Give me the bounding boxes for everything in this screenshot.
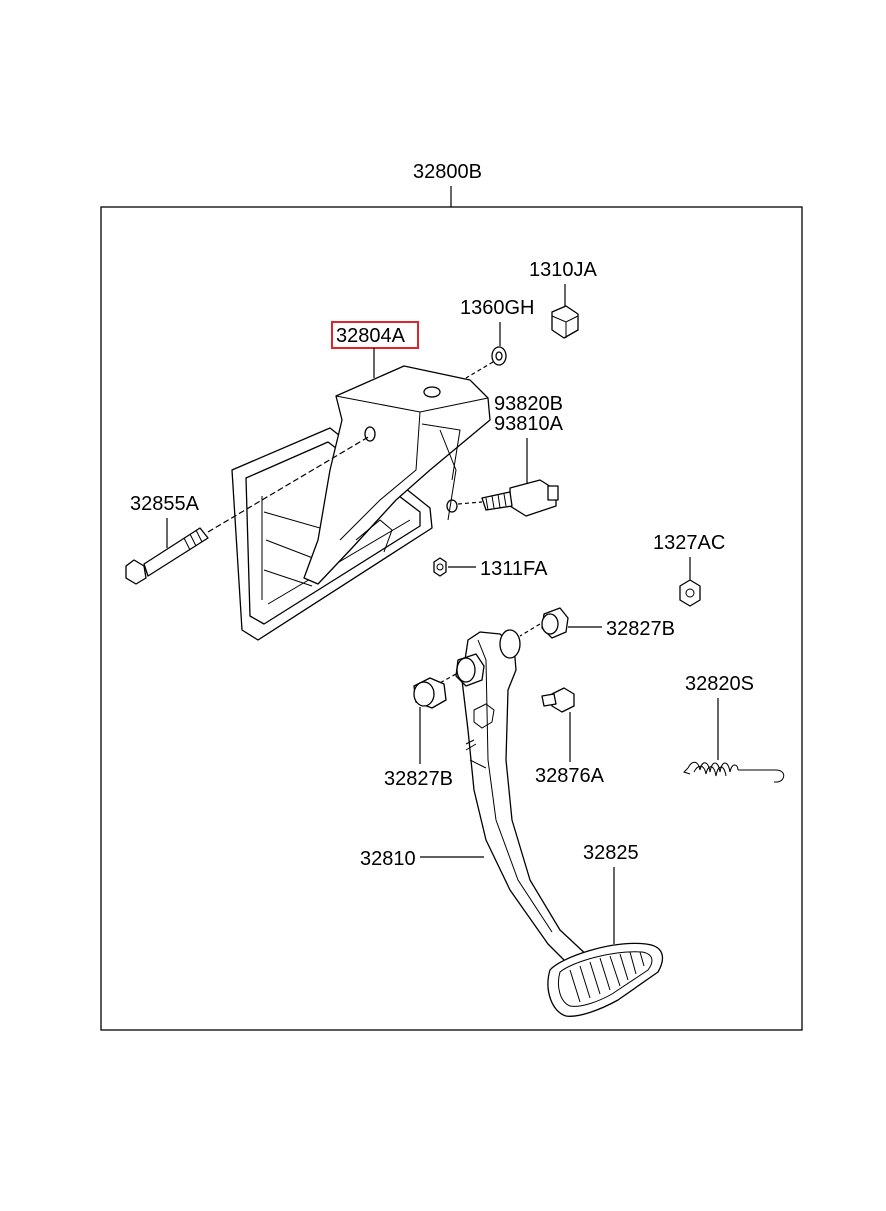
- label-32820S: 32820S: [685, 673, 754, 695]
- bushing-32827B-right: [519, 607, 569, 639]
- label-1310JA: 1310JA: [529, 259, 597, 281]
- assembly-frame: [100, 206, 803, 1031]
- label-93810A: 93810A: [494, 413, 564, 435]
- nut-1310JA: [551, 305, 579, 339]
- label-32876A: 32876A: [535, 765, 605, 787]
- label-32810: 32810: [360, 848, 416, 870]
- washer-1360GH: [491, 346, 507, 366]
- label-32800B: 32800B: [413, 161, 482, 183]
- label-32804A: 32804A: [336, 325, 406, 347]
- pedal-pad-32825: [547, 942, 664, 1017]
- nut-1327AC: [679, 579, 701, 607]
- label-32825: 32825: [583, 842, 639, 864]
- stop-lamp-switch: [457, 479, 559, 517]
- label-1360GH: 1360GH: [460, 297, 535, 319]
- bolt-32855A: [125, 435, 371, 585]
- nut-1311FA: [433, 557, 447, 577]
- label-32855A: 32855A: [130, 493, 200, 515]
- highlight-box-32804A: [331, 321, 419, 349]
- pedal-arm-32810: [437, 629, 591, 967]
- bracket-32804A: [231, 365, 491, 641]
- guide-washer-bracket: [465, 361, 494, 379]
- label-93820B: 93820B: [494, 393, 563, 415]
- stopper-32876A: [541, 687, 575, 713]
- label-1311FA: 1311FA: [480, 558, 548, 580]
- label-1327AC: 1327AC: [653, 532, 725, 554]
- spring-32820S: [683, 761, 785, 783]
- bushing-32827B-left: [413, 677, 447, 709]
- label-32827B-left: 32827B: [384, 768, 453, 790]
- label-32827B-right: 32827B: [606, 618, 675, 640]
